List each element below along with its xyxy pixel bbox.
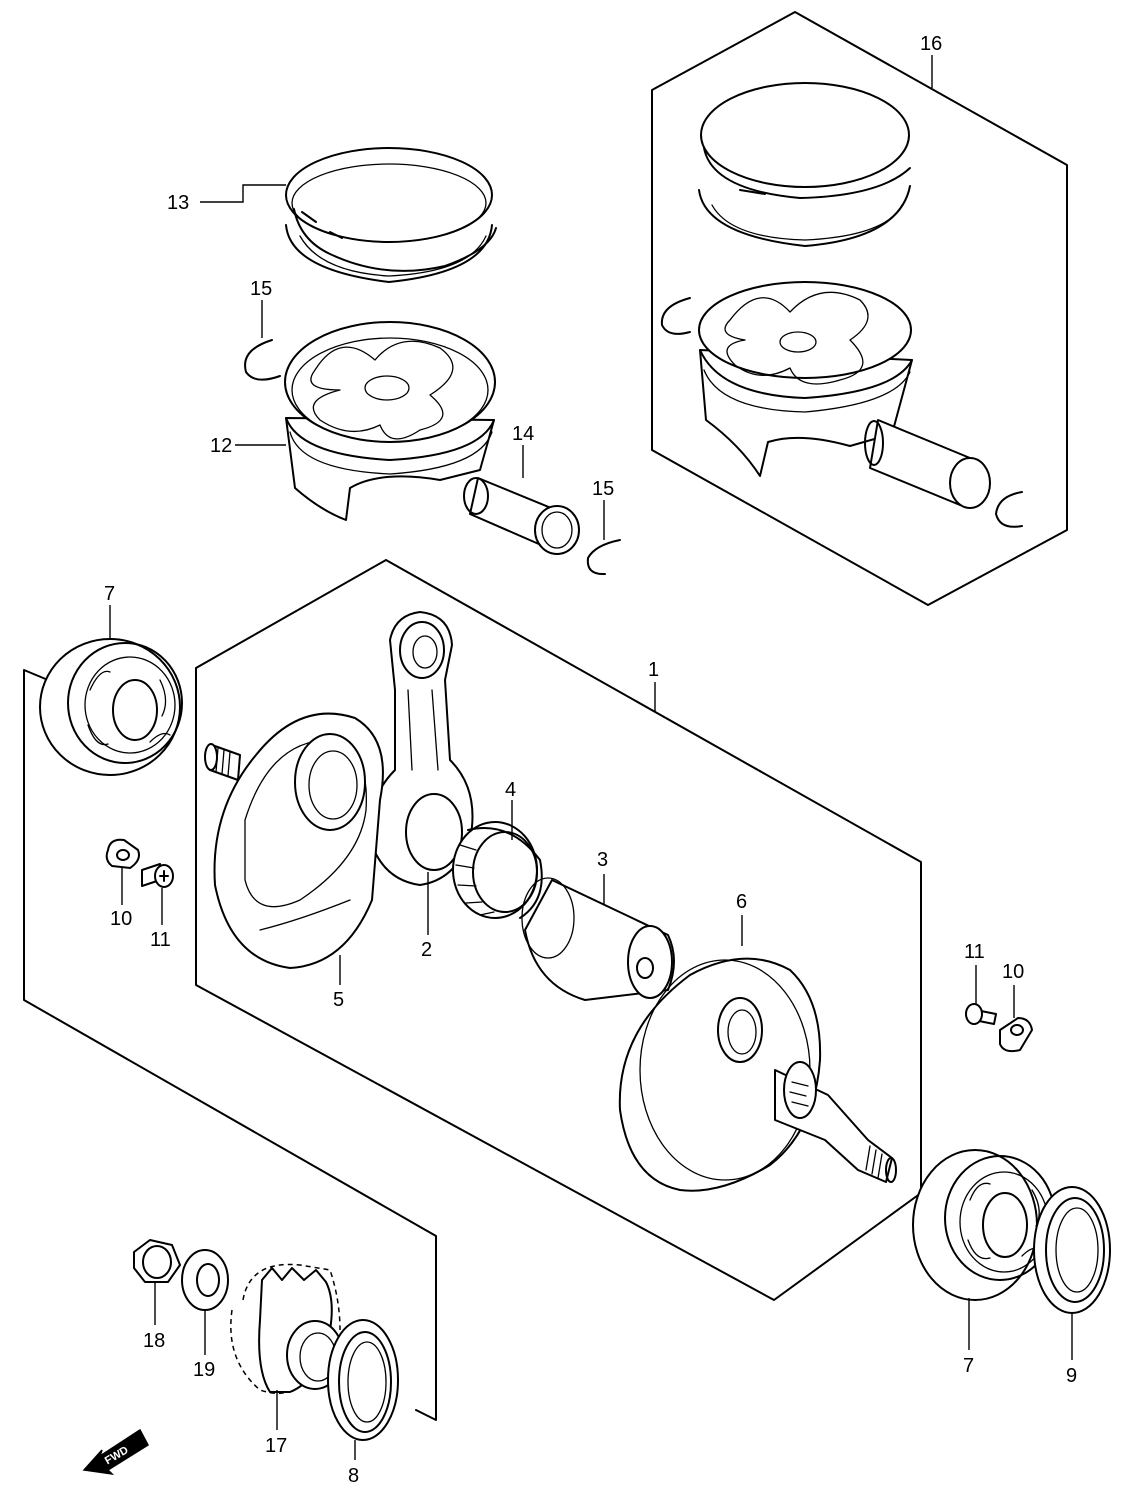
- callout-4: 4: [505, 779, 516, 801]
- crank-web-left: [213, 712, 384, 969]
- crank-web-right: [618, 957, 822, 1192]
- circlip-left: [244, 339, 281, 381]
- callout-7-right: 7: [963, 1355, 974, 1377]
- piston-set-pin: [864, 419, 991, 509]
- fwd-arrow-icon: FWD: [82, 1428, 149, 1476]
- callout-7-left: 7: [104, 583, 115, 605]
- callout-1: 1: [648, 659, 659, 681]
- callout-6: 6: [736, 891, 747, 913]
- piston: [284, 321, 496, 521]
- callout-16: 16: [920, 33, 942, 55]
- callout-9: 9: [1066, 1365, 1077, 1387]
- callout-17: 17: [265, 1435, 287, 1457]
- primary-drive-gear: [230, 1263, 344, 1395]
- piston-rings: [285, 147, 497, 283]
- callout-labels: 1 2 3 4 5 6 7 7 8 9 10 10 11 11 12 13 14…: [104, 33, 1077, 1487]
- washer: [181, 1249, 229, 1311]
- nut: [133, 1239, 181, 1283]
- piston-set-circlip-left: [660, 297, 691, 335]
- callout-8: 8: [348, 1465, 359, 1487]
- piston-set-rings: [698, 82, 911, 247]
- piston-set-piston: [698, 281, 913, 477]
- needle-bearing: [452, 821, 543, 919]
- callout-leaders: [109, 55, 1073, 1460]
- callout-10-left: 10: [110, 908, 132, 930]
- crank-shaft-right: [774, 1061, 897, 1183]
- oil-seal-right: [1033, 1186, 1111, 1314]
- callout-12: 12: [210, 435, 232, 457]
- callout-10-right: 10: [1002, 961, 1024, 983]
- callout-13: 13: [167, 192, 189, 214]
- oil-seal-left: [327, 1319, 399, 1441]
- callout-19: 19: [193, 1359, 215, 1381]
- callout-3: 3: [597, 849, 608, 871]
- connecting-rod: [369, 611, 474, 886]
- callout-11-left: 11: [150, 929, 171, 951]
- left-bracket-frame: [23, 669, 437, 1421]
- lock-plate-right: [999, 1017, 1033, 1053]
- piston-set-circlip-right: [995, 491, 1023, 528]
- screw-left: [141, 863, 174, 888]
- piston-pin: [463, 477, 580, 555]
- crank-stub-left: [204, 743, 241, 781]
- lock-plate-left: [105, 838, 140, 869]
- circlip-right: [586, 539, 621, 576]
- callout-14: 14: [512, 423, 534, 445]
- ball-bearing-left: [39, 638, 183, 776]
- piston-set-frame: [651, 11, 1068, 606]
- screw-right: [965, 1003, 997, 1025]
- callout-15-right: 15: [592, 478, 614, 500]
- callout-11-right: 11: [964, 941, 985, 963]
- callout-2: 2: [421, 939, 432, 961]
- callout-18: 18: [143, 1330, 165, 1352]
- callout-15-left: 15: [250, 278, 272, 300]
- crank-pin: [521, 877, 675, 1001]
- ball-bearing-right: [912, 1149, 1056, 1301]
- callout-5: 5: [333, 989, 344, 1011]
